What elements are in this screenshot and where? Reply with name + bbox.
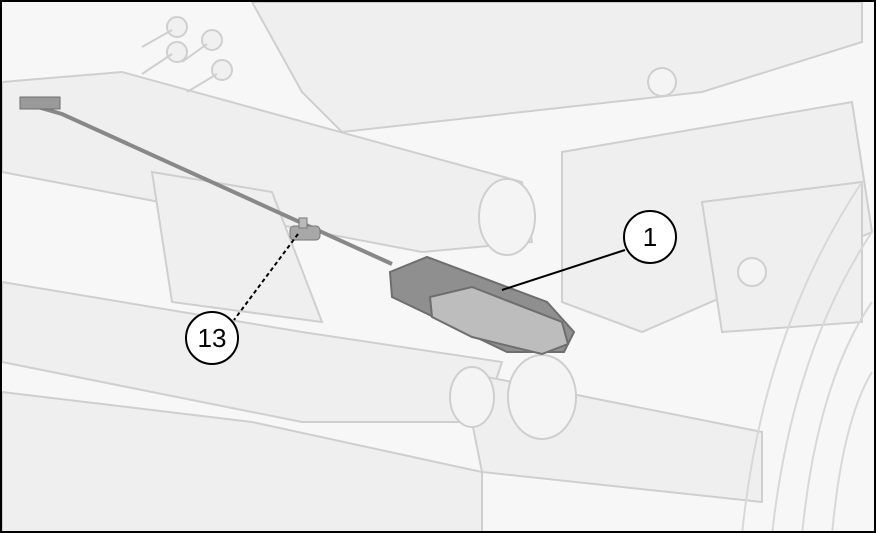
callout-1: 1 xyxy=(623,210,677,264)
callout-13-label: 13 xyxy=(197,322,227,353)
leader-lines xyxy=(233,233,626,321)
tube-ends xyxy=(449,67,767,440)
component-1-housing xyxy=(388,255,576,356)
connector-13 xyxy=(289,217,321,241)
pins xyxy=(141,16,233,93)
callout-1-label: 1 xyxy=(642,221,658,252)
sensor-cable xyxy=(19,96,393,266)
tire xyxy=(741,181,873,531)
callout-13: 13 xyxy=(185,311,239,365)
